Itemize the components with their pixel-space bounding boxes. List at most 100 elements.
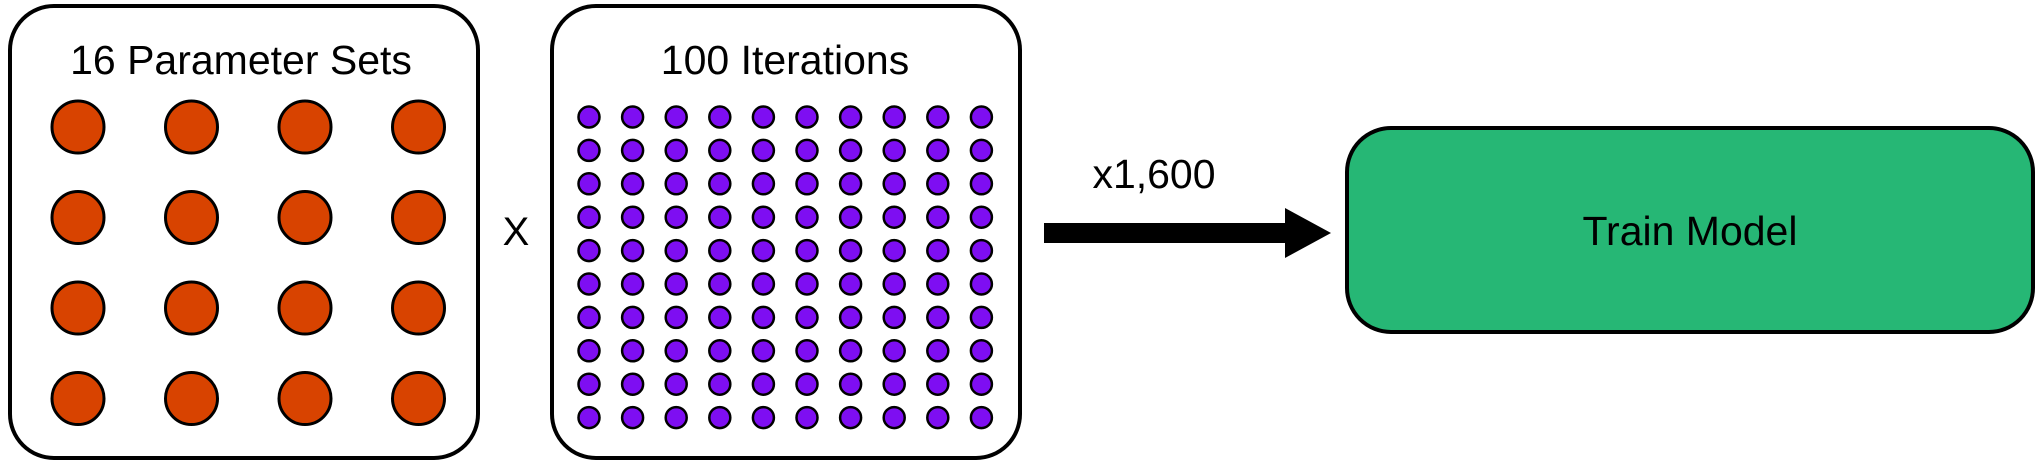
iteration-dot [838, 105, 863, 129]
iteration-dot [795, 172, 819, 196]
iteration-dot [708, 172, 732, 196]
iteration-dot [838, 138, 863, 163]
parameter-set-dot [277, 190, 333, 245]
iteration-dot [620, 339, 645, 363]
parameter-set-dot [50, 280, 106, 336]
iteration-dot [838, 238, 863, 263]
iteration-dot [751, 205, 776, 229]
iteration-dot [969, 372, 994, 396]
iteration-dot [795, 305, 819, 330]
iteration-dot [620, 105, 645, 129]
iteration-dot [620, 272, 645, 296]
parameter-set-dot [50, 190, 106, 245]
train-model-box [1345, 126, 2035, 334]
parameter-set-dot [164, 190, 219, 245]
iteration-dot [926, 238, 950, 263]
iteration-dot [838, 339, 863, 363]
iteration-dot [795, 405, 819, 430]
iteration-dot [751, 305, 776, 330]
arrow-label: x1,600 [1092, 151, 1215, 197]
iteration-dot [751, 105, 776, 129]
parameter-set-dot [391, 190, 446, 245]
iterations-panel: 100 Iterations [550, 4, 1022, 460]
iteration-dot [795, 372, 819, 396]
iteration-dot [620, 305, 645, 330]
iteration-dot [708, 305, 732, 330]
arrow-shaft [1044, 223, 1288, 243]
iteration-dot [751, 405, 776, 430]
train-model-label: Train Model [1583, 208, 1798, 254]
iteration-dot [620, 205, 645, 229]
iterations-title: 100 Iterations [661, 37, 909, 83]
parameter-sets-panel: 16 Parameter Sets [8, 4, 480, 460]
iteration-dot [969, 272, 994, 296]
iteration-dot [969, 339, 994, 363]
iteration-dot [664, 105, 688, 129]
iteration-dot [926, 339, 950, 363]
iteration-dot [664, 205, 688, 229]
iteration-dot [795, 339, 819, 363]
iteration-dot [969, 138, 994, 163]
iteration-dot [620, 238, 645, 263]
iteration-dot [795, 238, 819, 263]
iteration-dot [708, 272, 732, 296]
iteration-dot [969, 238, 994, 263]
multiplier-arrow: x1,600 [1044, 151, 1331, 258]
iteration-dot [969, 405, 994, 430]
iteration-dot [577, 205, 601, 229]
parameter-set-dot [164, 371, 219, 426]
iteration-dot [577, 238, 601, 263]
parameter-set-dot [50, 99, 106, 155]
parameter-sets-title: 16 Parameter Sets [70, 37, 412, 83]
iteration-dot [664, 339, 688, 363]
iteration-dot [926, 272, 950, 296]
iteration-dot [795, 205, 819, 229]
iteration-dot [969, 205, 994, 229]
iteration-dot [838, 272, 863, 296]
iteration-dot [838, 305, 863, 330]
iteration-dot [882, 172, 906, 196]
iteration-dot [882, 339, 906, 363]
iteration-dot [969, 172, 994, 196]
iteration-dot [708, 205, 732, 229]
iteration-dot [882, 272, 906, 296]
iteration-dot [882, 238, 906, 263]
iteration-dot [751, 238, 776, 263]
iteration-dot [708, 238, 732, 263]
iteration-dot [751, 138, 776, 163]
iteration-dot [577, 272, 601, 296]
iteration-dot [620, 172, 645, 196]
iteration-dot [838, 372, 863, 396]
iteration-dot [969, 305, 994, 330]
iteration-dot [751, 172, 776, 196]
iteration-dot [577, 405, 601, 430]
iteration-dot [577, 138, 601, 163]
iteration-dot [664, 172, 688, 196]
parameter-set-dot [277, 371, 333, 426]
iteration-dot [926, 405, 950, 430]
multiply-operator: X [503, 210, 530, 254]
iteration-dot [838, 205, 863, 229]
iteration-dot [577, 172, 601, 196]
iteration-dot [926, 105, 950, 129]
iteration-dot [882, 372, 906, 396]
iteration-dot [577, 305, 601, 330]
parameter-set-dot [277, 99, 333, 155]
iteration-dot [926, 372, 950, 396]
iteration-dot [838, 172, 863, 196]
parameter-sets-grid [50, 99, 446, 426]
iteration-dot [795, 138, 819, 163]
iteration-dot [664, 138, 688, 163]
iteration-dot [838, 405, 863, 430]
iteration-dot [577, 339, 601, 363]
iteration-dot [882, 138, 906, 163]
parameter-set-dot [391, 371, 446, 426]
iteration-dot [708, 372, 732, 396]
parameter-set-dot [164, 99, 219, 155]
iteration-dot [708, 138, 732, 163]
iteration-dot [664, 272, 688, 296]
iteration-dot [620, 372, 645, 396]
iteration-dot [926, 205, 950, 229]
iteration-dot [882, 105, 906, 129]
iteration-dot [926, 305, 950, 330]
